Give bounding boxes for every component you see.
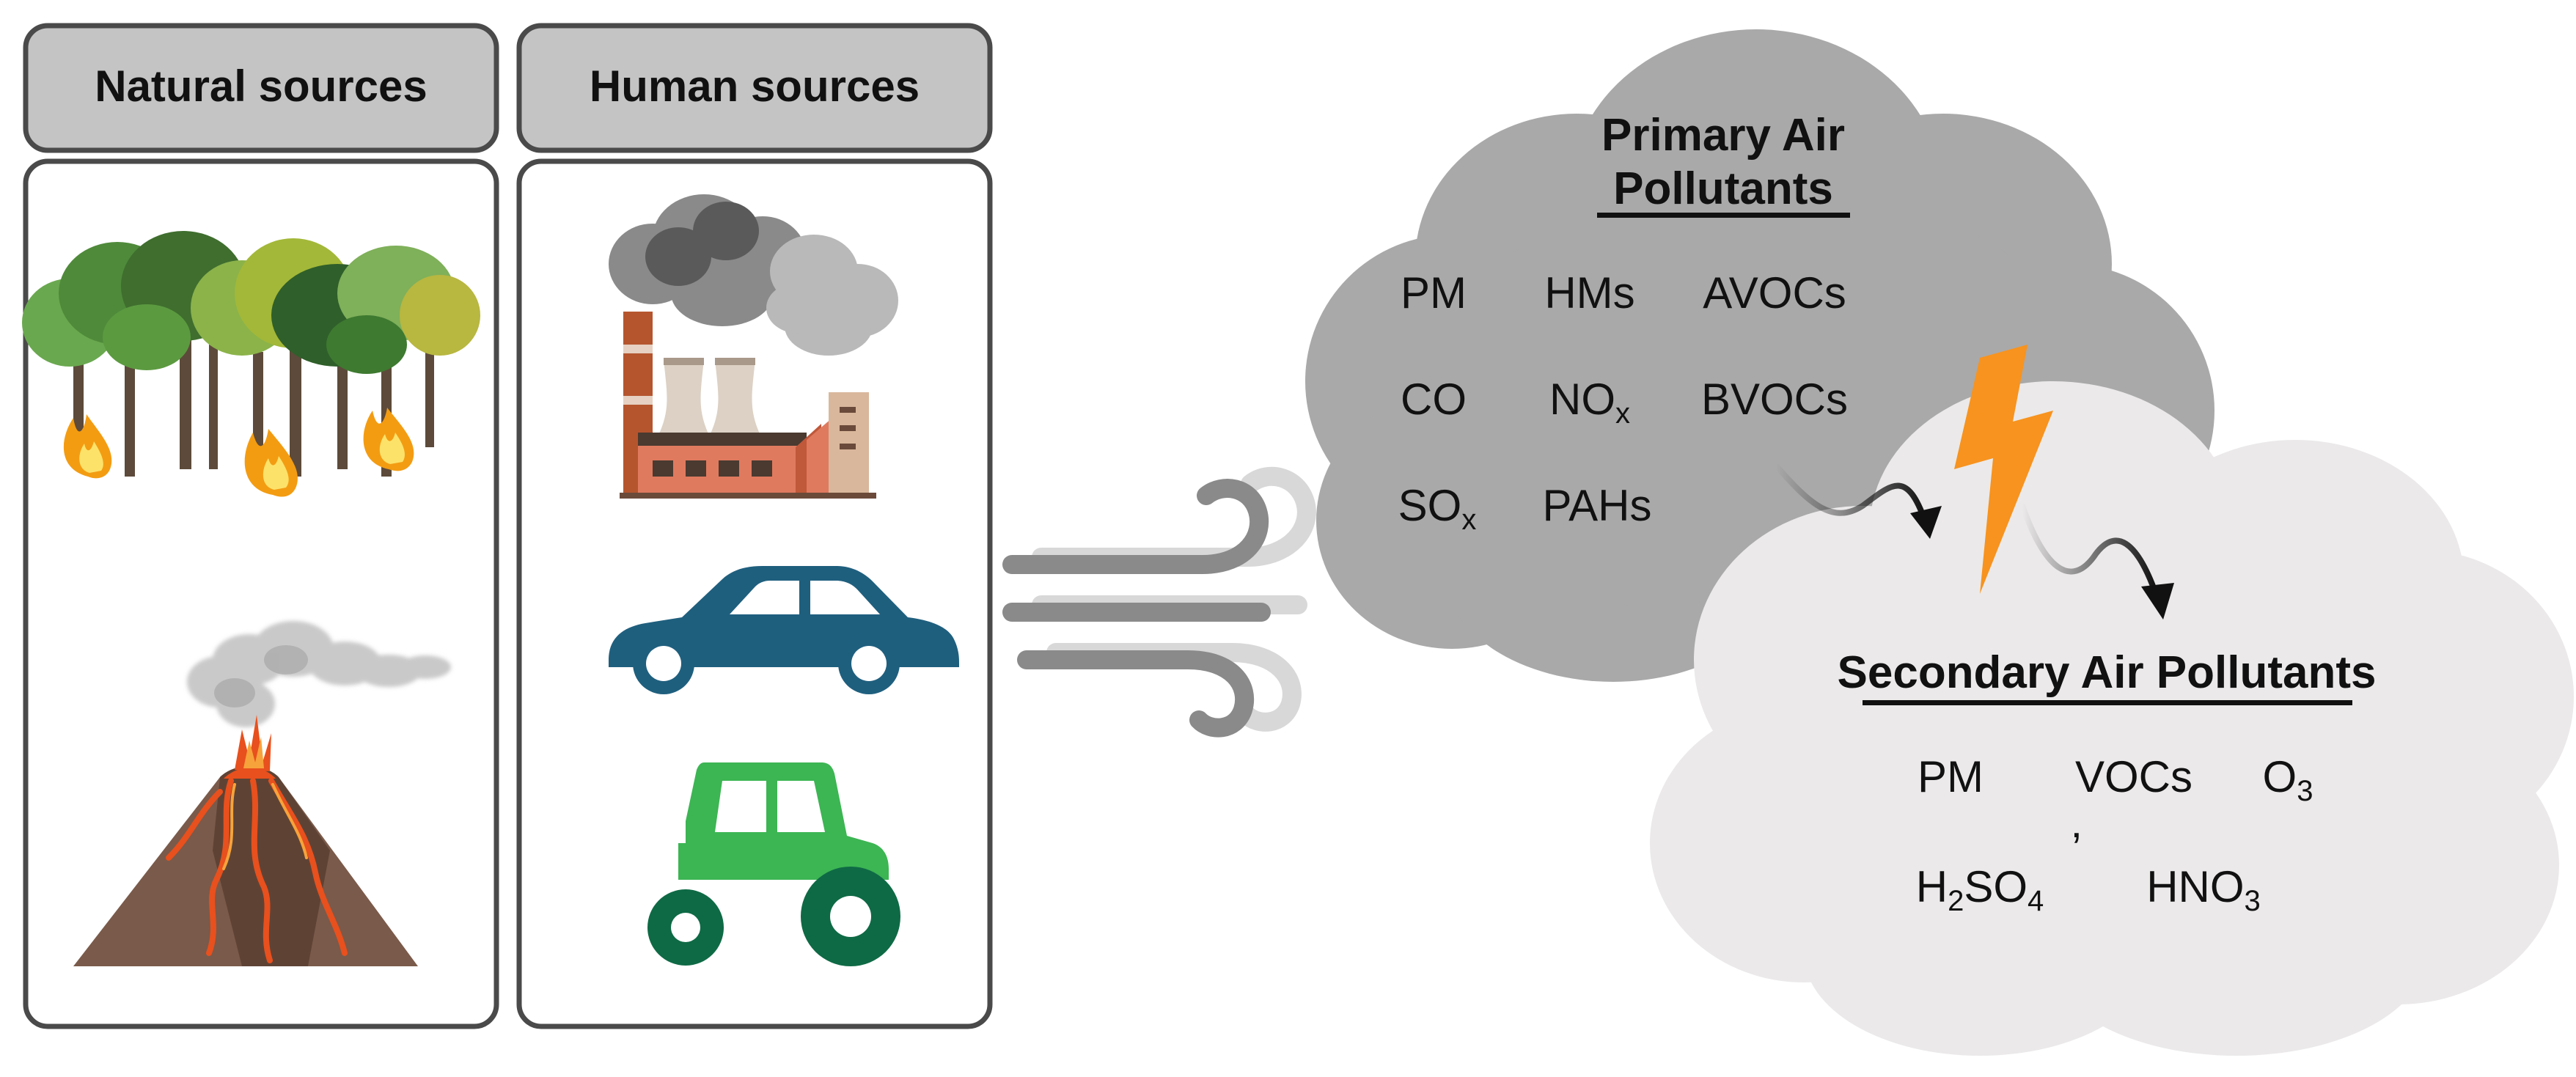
- primary-hms: HMs: [1544, 268, 1634, 317]
- secondary-pollutants-cloud: Secondary Air Pollutants PM VOCs O3 H2SO…: [1650, 381, 2574, 1056]
- human-sources-header-box: [516, 23, 993, 153]
- car-icon: [609, 566, 959, 694]
- primary-avocs: AVOCs: [1703, 268, 1846, 317]
- secondary-pm: PM: [1918, 752, 1984, 801]
- natural-sources-panel: Natural sources: [22, 23, 499, 1029]
- primary-title-line2: Pollutants: [1613, 163, 1833, 214]
- primary-bvocs: BVOCs: [1701, 375, 1848, 424]
- human-sources-header: Human sources: [590, 62, 920, 111]
- natural-sources-header: Natural sources: [95, 62, 428, 111]
- secondary-h2so4: H2SO4: [1916, 862, 2044, 917]
- primary-pm: PM: [1401, 268, 1467, 317]
- secondary-o3: O3: [2263, 752, 2313, 807]
- primary-title-line1: Primary Air: [1601, 110, 1845, 161]
- primary-sox: SOx: [1398, 481, 1477, 536]
- secondary-separator: ʼ: [2072, 826, 2081, 875]
- primary-pahs: PAHs: [1543, 481, 1652, 530]
- natural-sources-header-box: [23, 23, 499, 153]
- conversion-arrow-out: [2019, 503, 2174, 620]
- natural-sources-body: [23, 158, 499, 1029]
- lightning-icon: [1954, 345, 2053, 594]
- tractor-icon: [647, 762, 900, 966]
- secondary-title: Secondary Air Pollutants: [1838, 647, 2377, 698]
- primary-title-underline: [1597, 213, 1850, 218]
- wind-icon: [1002, 466, 1316, 738]
- secondary-title-underline: [1863, 700, 2352, 705]
- volcano-icon: [73, 621, 451, 966]
- conversion-arrow-in: [1773, 463, 1942, 539]
- forest-fire-icon: [22, 231, 480, 497]
- human-sources-panel: Human sources: [516, 23, 993, 1029]
- secondary-vocs: VOCs: [2075, 752, 2192, 801]
- primary-co: CO: [1401, 375, 1467, 424]
- primary-nox: NOx: [1549, 375, 1630, 430]
- secondary-hno3: HNO3: [2146, 862, 2261, 917]
- factory-icon: [609, 194, 898, 499]
